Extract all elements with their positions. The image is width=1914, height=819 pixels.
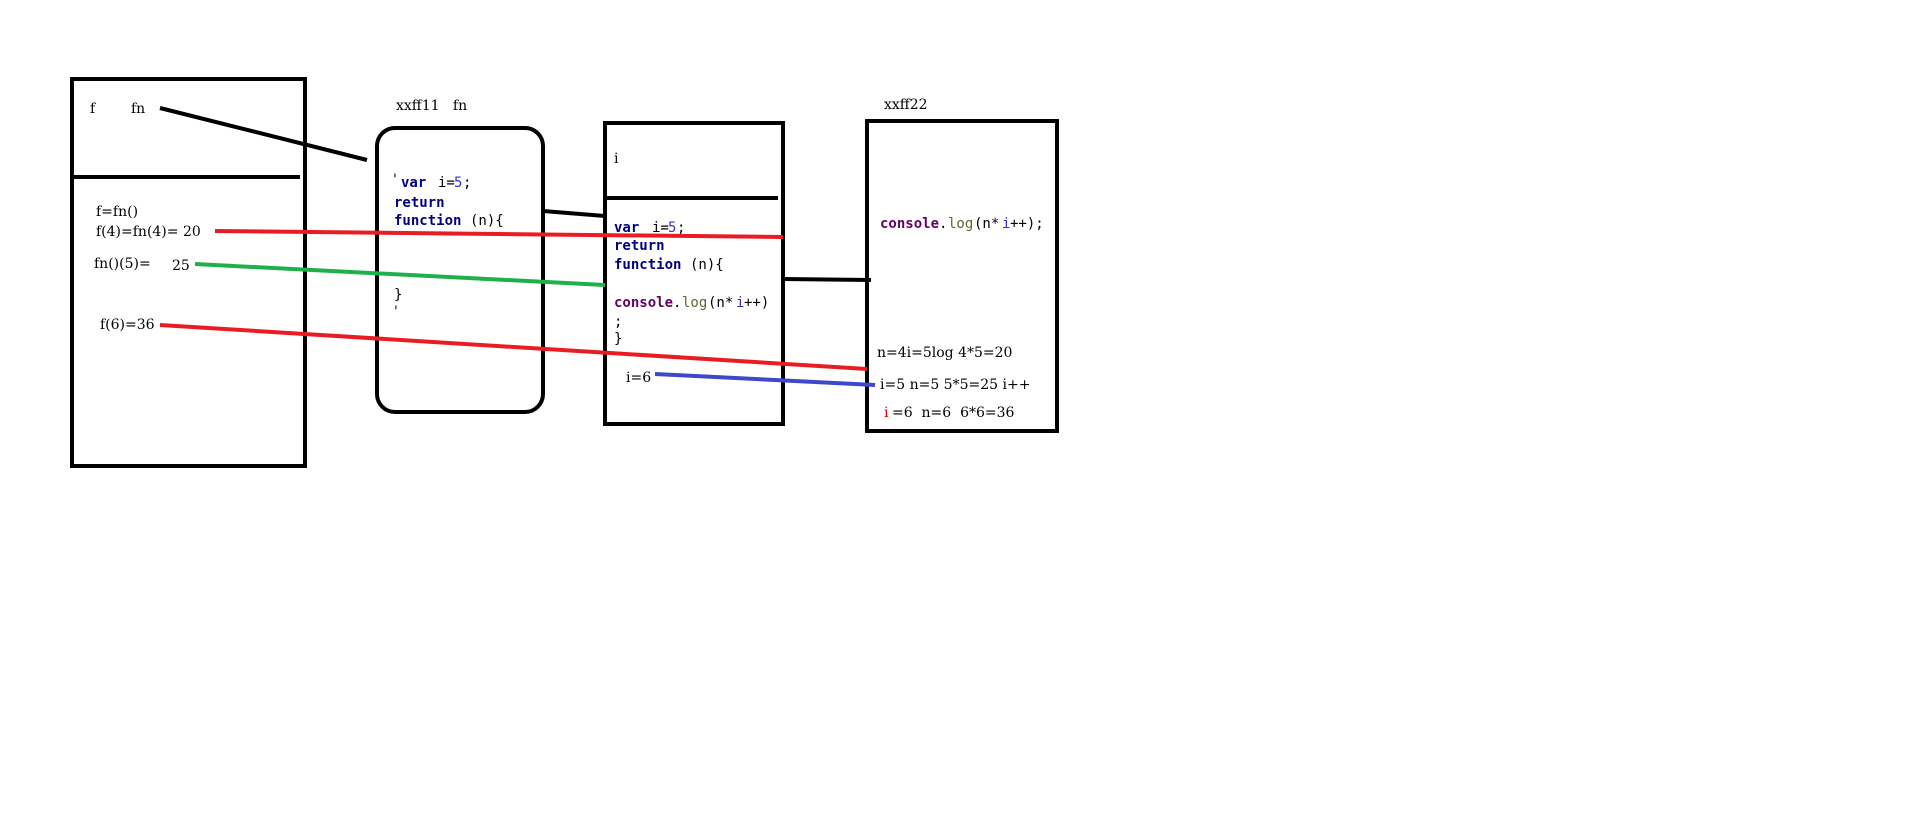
scope-code-close: } xyxy=(614,331,622,347)
stack-line-4: f(6)=36 xyxy=(100,317,155,333)
heap-closure-code-dot: . xyxy=(939,216,947,232)
heap-closure-note-2: i=5 n=5 5*5=25 i++ xyxy=(880,377,1030,393)
heap-fn-border xyxy=(375,126,545,414)
heap-closure-label: xxff22 xyxy=(884,97,928,113)
stack-frame-border xyxy=(70,77,307,468)
ref-line-heap-to-scope xyxy=(542,209,606,218)
ref-line-fn-to-heap xyxy=(159,106,368,162)
stack-line-3-result: 25 xyxy=(172,258,190,274)
stack-var-value: fn xyxy=(131,101,145,117)
heap-fn-code-var: var xyxy=(401,175,426,191)
heap-closure-note-3-rest: =6 n=6 6*6=36 xyxy=(892,405,1015,421)
heap-fn-box: xxff11 fn ' var i= 5 ; return function (… xyxy=(375,98,545,414)
heap-closure-note-3-i: i xyxy=(884,405,889,421)
scope-code-dot: . xyxy=(673,295,681,311)
heap-fn-code-5: 5 xyxy=(454,175,462,191)
heap-fn-code-function: function xyxy=(394,213,461,229)
ref-line-scope-to-closure xyxy=(782,277,872,282)
scope-code-semi: ; xyxy=(677,220,685,236)
heap-closure-code-args-a: (n* xyxy=(974,216,999,232)
stack-line-2: f(4)=fn(4)= 20 xyxy=(96,224,201,240)
heap-closure-code-console: console xyxy=(880,216,939,232)
stack-line-3-call: fn()(5)= xyxy=(94,256,151,272)
scope-code-semi2: ; xyxy=(614,314,622,330)
scope-i-now: i=6 xyxy=(626,370,651,386)
scope-code-return: return xyxy=(614,238,665,254)
i-update-line xyxy=(654,372,876,387)
scope-code-args-a: (n* xyxy=(708,295,733,311)
heap-closure-border xyxy=(865,119,1059,433)
scope-code-5: 5 xyxy=(668,220,676,236)
heap-fn-code-i: i= xyxy=(438,175,455,191)
scope-code-params: (n){ xyxy=(690,257,724,273)
heap-fn-tick-bottom: ' xyxy=(394,304,398,320)
call-line-fn-5 xyxy=(194,262,606,287)
scope-code-var: var xyxy=(614,220,639,236)
heap-fn-code-semi: ; xyxy=(463,175,471,191)
stack-var-label: f xyxy=(90,101,97,117)
scope-var-label: i xyxy=(614,151,619,167)
heap-fn-label: xxff11 fn xyxy=(396,98,467,114)
scope-code-function: function xyxy=(614,257,681,273)
stack-line-1: f=fn() xyxy=(96,204,138,220)
scope-border xyxy=(603,121,785,426)
scope-code-args-b: ++) xyxy=(744,295,769,311)
heap-fn-code-close: } xyxy=(394,287,402,303)
stack-frame: f fn f=fn() f(4)=fn(4)= 20 fn()(5)= 25 f… xyxy=(70,77,307,468)
heap-closure-code-args-b: ++); xyxy=(1010,216,1044,232)
heap-fn-tick-top: ' xyxy=(393,172,397,188)
heap-closure-code-args-i: i xyxy=(1002,216,1010,232)
scope-code-i: i= xyxy=(652,220,669,236)
heap-fn-code-params: (n){ xyxy=(470,213,504,229)
call-line-f6 xyxy=(159,323,868,371)
heap-closure-note-1: n=4i=5log 4*5=20 xyxy=(877,345,1012,361)
heap-closure-box: xxff22 console . log (n* i ++); n=4i=5lo… xyxy=(865,97,1059,433)
call-line-f4 xyxy=(214,229,784,239)
heap-closure-code-log: log xyxy=(948,216,973,232)
scope-code-log: log xyxy=(682,295,707,311)
heap-fn-code-return: return xyxy=(394,195,445,211)
scope-code-console: console xyxy=(614,295,673,311)
scope-code-args-i: i xyxy=(736,295,744,311)
scope-box: i var i= 5 ; return function (n){ consol… xyxy=(603,121,785,426)
